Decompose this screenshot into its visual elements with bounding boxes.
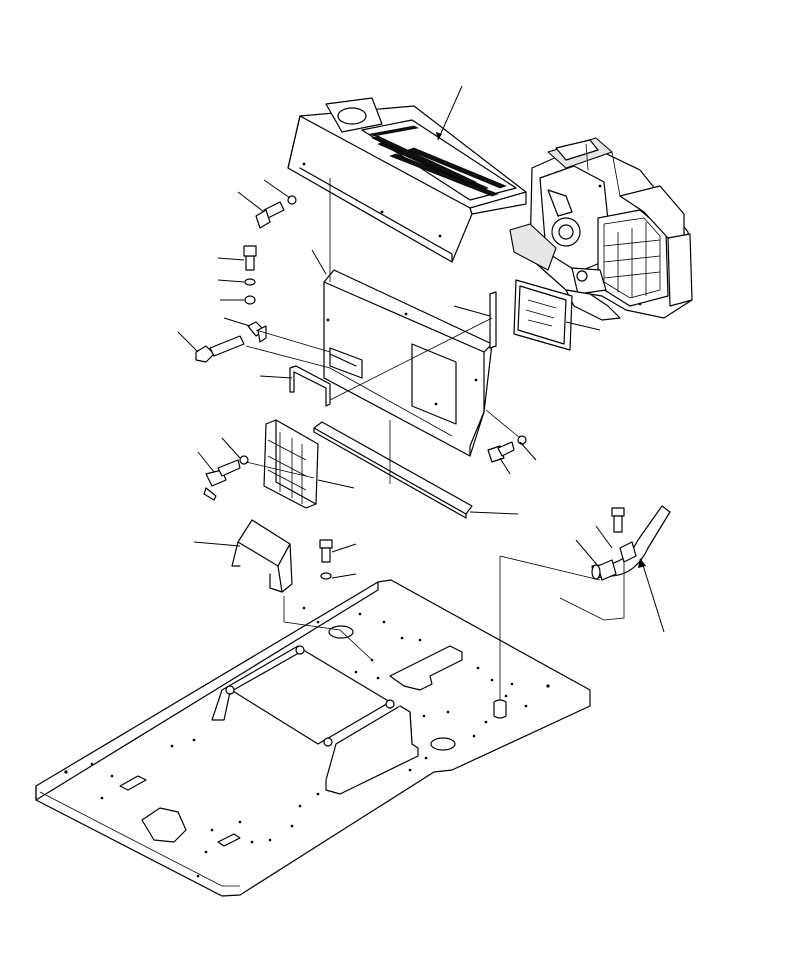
seat-mount-bracket — [211, 645, 419, 795]
seal-strip — [489, 291, 497, 349]
wing-bolt — [203, 455, 249, 501]
u-channel — [289, 365, 331, 407]
top-cover — [287, 97, 527, 263]
bolts-washers — [195, 195, 625, 580]
leader-lines — [177, 85, 665, 633]
inner-filter — [263, 419, 319, 509]
outer-filter — [513, 279, 573, 351]
floor-holes — [64, 606, 550, 878]
guide-lines — [245, 178, 625, 700]
duct-cover — [231, 519, 293, 593]
mounting-plate — [323, 269, 493, 457]
hvac-unit — [509, 137, 693, 321]
drain-hose — [591, 505, 671, 581]
floor-plate — [35, 579, 591, 897]
